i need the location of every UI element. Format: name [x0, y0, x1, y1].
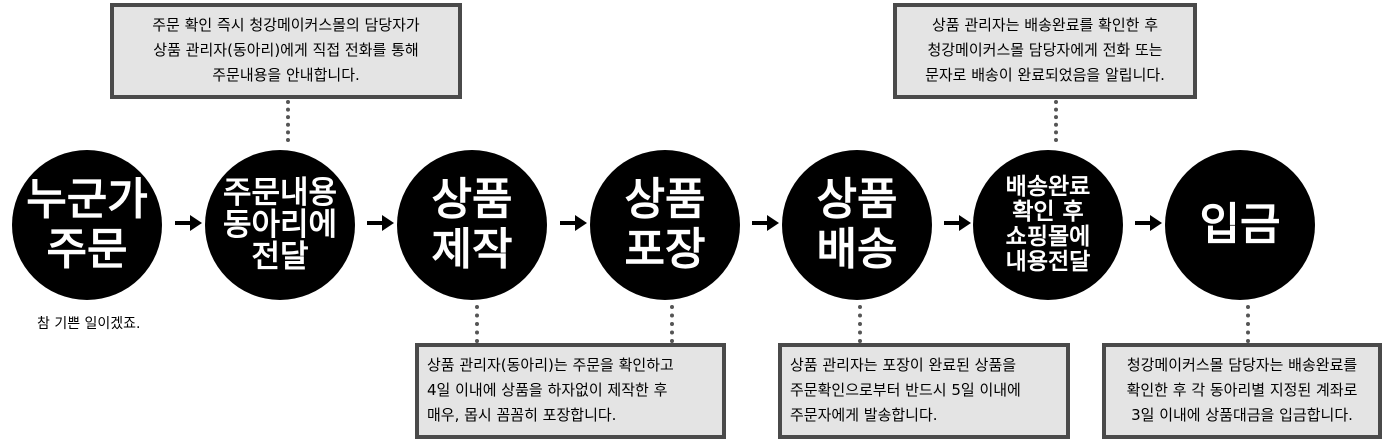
connector-dots — [286, 100, 290, 142]
connector-dots — [1054, 100, 1058, 142]
arrow-icon — [944, 211, 974, 235]
note-order-relay: 주문 확인 즉시 청강메이커스몰의 담당자가 상품 관리자(동아리)에게 직접 … — [110, 3, 462, 99]
step-notify: 배송완료 확인 후 쇼핑몰에 내용전달 — [973, 150, 1123, 300]
step-pack: 상품 포장 — [590, 150, 740, 300]
connector-dots — [1246, 305, 1250, 343]
caption: 참 기쁜 일이겠죠. — [37, 316, 141, 332]
arrow-icon — [367, 211, 397, 235]
arrow-icon — [175, 211, 205, 235]
arrow-icon — [752, 211, 782, 235]
step-label: 주문내용 동아리에 전달 — [222, 175, 338, 275]
step-label: 누군가 주문 — [26, 174, 148, 275]
step-relay: 주문내용 동아리에 전달 — [205, 150, 355, 300]
connector-dots — [475, 305, 479, 343]
step-ship: 상품 배송 — [782, 150, 932, 300]
step-make: 상품 제작 — [397, 150, 547, 300]
arrow-icon — [1135, 211, 1165, 235]
step-payment: 입금 — [1165, 150, 1315, 300]
note-delivery-confirm: 상품 관리자는 배송완료를 확인한 후 청강메이커스몰 담당자에게 전화 또는 … — [893, 3, 1197, 99]
arrow-icon — [560, 211, 590, 235]
step-label: 입금 — [1199, 199, 1281, 250]
note-shipping: 상품 관리자는 포장이 완료된 상품을 주문확인으로부터 반드시 5일 이내에 … — [778, 343, 1070, 439]
note-production: 상품 관리자(동아리)는 주문을 확인하고 4일 이내에 상품을 하자없이 제작… — [415, 343, 726, 439]
note-payment: 청강메이커스몰 담당자는 배송완료를 확인한 후 각 동아리별 지정된 계좌로 … — [1102, 343, 1382, 439]
connector-dots — [670, 305, 674, 343]
step-order: 누군가 주문 — [12, 150, 162, 300]
step-label: 상품 제작 — [431, 174, 513, 275]
step-label: 배송완료 확인 후 쇼핑몰에 내용전달 — [1005, 174, 1091, 275]
step-label: 상품 배송 — [816, 174, 898, 275]
connector-dots — [858, 305, 862, 343]
step-label: 상품 포장 — [624, 174, 706, 275]
